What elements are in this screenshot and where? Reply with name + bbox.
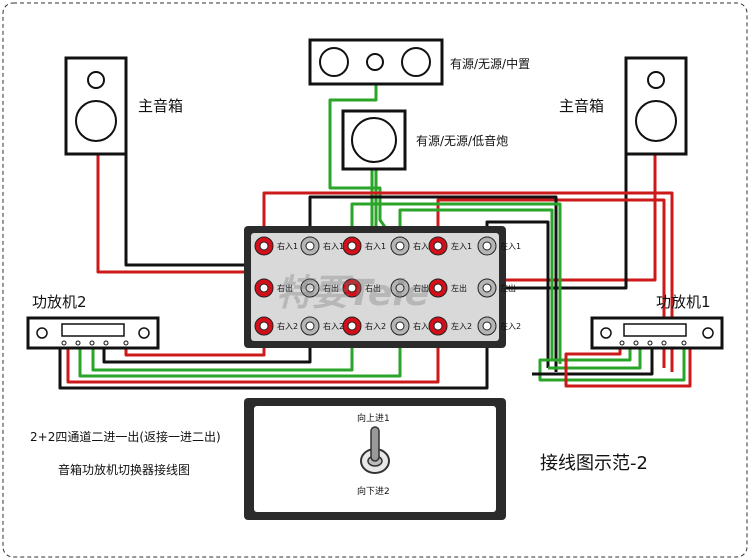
toggle-switch-panel bbox=[244, 398, 506, 520]
jack-red bbox=[428, 278, 448, 298]
switch-up-label: 向上进1 bbox=[357, 412, 390, 424]
panel-face bbox=[251, 233, 499, 341]
jack-gray bbox=[477, 316, 497, 336]
jack-gray bbox=[477, 236, 497, 256]
wire-amp1-green-a bbox=[538, 345, 686, 382]
main-speaker-right-label: 主音箱 bbox=[559, 97, 604, 115]
toggle-switch-lever[interactable] bbox=[370, 426, 380, 462]
center-speaker bbox=[308, 38, 444, 86]
jack-label: 右入1 bbox=[413, 241, 434, 251]
jack-label: 右出 bbox=[277, 283, 293, 293]
jack-red bbox=[342, 236, 362, 256]
amplifier-2 bbox=[26, 316, 160, 350]
jack-red bbox=[342, 316, 362, 336]
woofer-icon bbox=[319, 47, 349, 77]
switch-down-label: 向下进2 bbox=[357, 485, 390, 497]
jack-label: 右出 bbox=[323, 283, 339, 293]
wire-amp1-red bbox=[564, 345, 692, 388]
wire-center-green bbox=[328, 83, 402, 249]
subwoofer-label: 有源/无源/低音炮 bbox=[416, 133, 508, 148]
jack-label: 左入1 bbox=[500, 241, 521, 251]
left-main-speaker bbox=[64, 56, 128, 156]
tweeter-icon bbox=[87, 71, 105, 89]
wire-top-red-b bbox=[436, 198, 666, 368]
jack-label: 左出 bbox=[500, 283, 516, 293]
knob-icon bbox=[36, 327, 48, 339]
jack-label: 右出 bbox=[413, 283, 429, 293]
jack-gray bbox=[477, 278, 497, 298]
woofer-icon bbox=[75, 100, 117, 142]
wire-left-speaker-red bbox=[96, 153, 266, 287]
jack-label: 右入2 bbox=[277, 321, 298, 331]
wire-right-speaker-red bbox=[487, 153, 657, 282]
jack-label: 左入1 bbox=[451, 241, 472, 251]
diagram-title: 接线图示范-2 bbox=[540, 453, 648, 474]
jack-gray bbox=[300, 278, 320, 298]
jack-label: 右出 bbox=[365, 283, 381, 293]
wire-amp2-green-a bbox=[91, 330, 354, 372]
jack-gray bbox=[390, 236, 410, 256]
jack-red bbox=[428, 316, 448, 336]
description-line-2: 音箱功放机切换器接线图 bbox=[58, 462, 190, 477]
right-main-speaker bbox=[624, 56, 688, 156]
tweeter-icon bbox=[647, 71, 665, 89]
jack-red bbox=[342, 278, 362, 298]
woofer-icon bbox=[635, 100, 677, 142]
amplifier-1 bbox=[590, 316, 724, 350]
jack-red bbox=[428, 236, 448, 256]
wire-top-green-a bbox=[350, 202, 562, 364]
amp-display bbox=[61, 323, 125, 337]
amp2-label: 功放机2 bbox=[32, 293, 87, 311]
wire-amp2-red-b bbox=[66, 330, 440, 384]
jack-label: 左出 bbox=[451, 283, 467, 293]
jack-red bbox=[254, 236, 274, 256]
jack-label: 左入2 bbox=[500, 321, 521, 331]
jack-label: 右入1 bbox=[323, 241, 344, 251]
knob-icon bbox=[600, 327, 612, 339]
knob-icon bbox=[138, 327, 150, 339]
wire-amp1-black bbox=[532, 345, 654, 376]
jack-label: 右入2 bbox=[365, 321, 386, 331]
amp-display bbox=[623, 323, 687, 337]
main-speaker-left-label: 主音箱 bbox=[138, 97, 183, 115]
jack-gray bbox=[300, 316, 320, 336]
subwoofer bbox=[341, 109, 407, 171]
jack-gray bbox=[390, 278, 410, 298]
description-line-1: 2+2四通道二进一出(返接一进二出) bbox=[30, 429, 221, 444]
jack-label: 右入1 bbox=[365, 241, 386, 251]
wire-top-black-a bbox=[308, 195, 558, 372]
jack-label: 右入2 bbox=[413, 321, 434, 331]
jack-label: 右入2 bbox=[323, 321, 344, 331]
wire-top-red-a bbox=[262, 191, 674, 372]
amp1-label: 功放机1 bbox=[656, 293, 711, 311]
watermark: 特要Tele bbox=[276, 273, 429, 314]
knob-icon bbox=[702, 327, 714, 339]
tweeter-icon bbox=[366, 53, 384, 71]
jack-label: 右入1 bbox=[277, 241, 298, 251]
jack-red bbox=[254, 278, 274, 298]
jack-gray bbox=[300, 236, 320, 256]
jack-label: 左入2 bbox=[451, 321, 472, 331]
wire-amp2-green-b bbox=[78, 330, 402, 378]
woofer-icon bbox=[351, 117, 397, 163]
center-channel-label: 有源/无源/中置 bbox=[450, 56, 530, 71]
woofer-icon bbox=[401, 47, 431, 77]
jack-red bbox=[254, 316, 274, 336]
wire-amp1-green-b bbox=[548, 345, 642, 370]
wire-amp2-black-b bbox=[58, 330, 489, 390]
wire-right-speaker-black bbox=[495, 153, 628, 290]
jack-gray bbox=[390, 316, 410, 336]
